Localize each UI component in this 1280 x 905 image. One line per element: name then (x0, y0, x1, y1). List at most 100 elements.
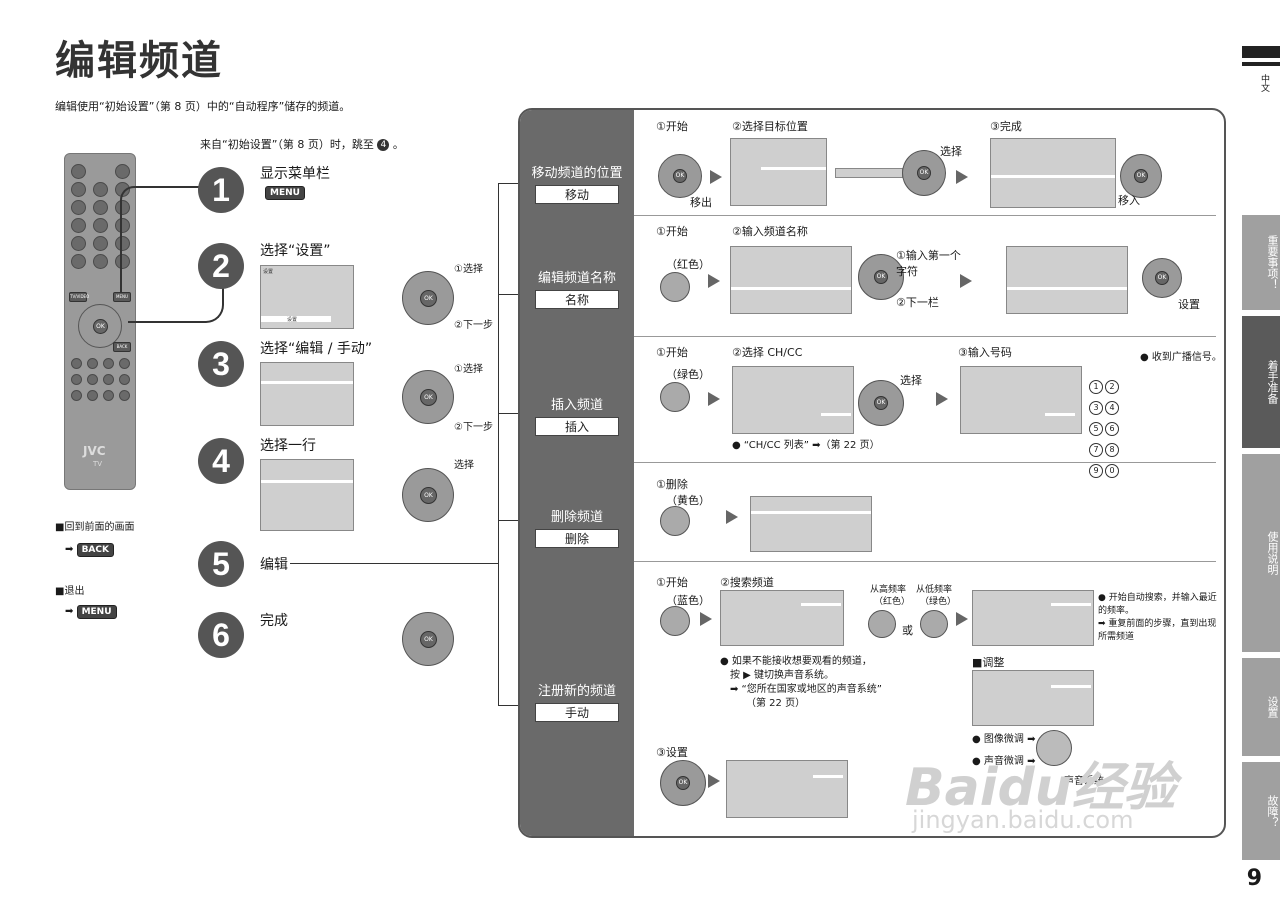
remote-button (93, 182, 108, 197)
screen-title: 设置 (263, 269, 274, 275)
remote-model: TV (93, 460, 103, 468)
green-label: （绿色） (920, 597, 957, 607)
dpad-icon: OK (402, 468, 454, 522)
insert-reference-note: ● “CH/CC 列表” ➡（第 22 页） (732, 440, 880, 451)
name-start: ①开始 (656, 225, 688, 238)
watermark-logo: Baidu经验 (905, 758, 1176, 818)
insert-step2: ②选择 CH/CC (732, 346, 803, 359)
tab-settings[interactable]: 设置 (1242, 658, 1280, 756)
name-input-char: ①输入第一个 字符 (896, 249, 961, 278)
remote-button (119, 374, 130, 385)
remote-tvvideo-button: TV/VIDEO (69, 292, 89, 302)
remote-button (115, 218, 130, 233)
arrow-icon (708, 274, 720, 288)
dpad-select-label: ①选择 (454, 264, 483, 275)
dpad-icon: OK (402, 370, 454, 424)
auto-search-note: ● 开始自动搜索，并输入最近的频率。 (1098, 593, 1217, 616)
green-button-hand-icon (920, 610, 948, 638)
remote-button (71, 164, 86, 179)
remote-button (71, 182, 86, 197)
fine-tune-sound: ● 声音微调 ➡ (972, 756, 1036, 767)
remote-button (103, 358, 114, 369)
name-step2: ②输入频道名称 (732, 225, 808, 238)
delete-start: ①删除 (656, 478, 688, 491)
arrow-icon (708, 774, 720, 788)
green-button-hand-icon (660, 382, 690, 412)
menu-key: MENU (265, 186, 305, 200)
page-title: 编辑频道 (55, 38, 223, 84)
remote-button (87, 358, 98, 369)
new-step2: ②搜索频道 (720, 576, 774, 589)
insert-step3: ③输入号码 (958, 346, 1012, 359)
tab-usage[interactable]: 使用说明 (1242, 454, 1280, 652)
adjust-screen (972, 670, 1094, 726)
new-color-blue: （蓝色） (666, 594, 710, 607)
page-number: 9 (1246, 866, 1262, 891)
row-divider (634, 336, 1216, 337)
remote-ok-button: OK (93, 319, 108, 334)
insert-screen-1 (732, 366, 854, 434)
move-in-label: 移入 (1118, 194, 1140, 207)
tab-troubleshooting[interactable]: 故障？ (1242, 762, 1280, 860)
remote-button (71, 218, 86, 233)
remote-button (103, 390, 114, 401)
fail-note-1: ● 如果不能接收想要观看的频道， (720, 656, 872, 667)
step5-connector (290, 563, 498, 564)
row-delete-title: 删除频道 删除 (520, 506, 634, 548)
from-low-label: 从低频率 (916, 585, 953, 595)
remote-button (93, 218, 108, 233)
arrow-icon (708, 392, 720, 406)
row-new-title: 注册新的频道 手动 (520, 680, 634, 722)
new-start: ①开始 (656, 576, 688, 589)
dpad-icon: OK (1120, 154, 1162, 198)
step-ref-badge: 4 (377, 139, 390, 151)
row-insert-title: 插入频道 插入 (520, 394, 634, 436)
from-high-label: 从高频率 (870, 585, 907, 595)
insert-start: ①开始 (656, 346, 688, 359)
dpad-ok-press-icon: OK (402, 612, 454, 666)
tab-important[interactable]: 重要事项！ (1242, 215, 1280, 310)
remote-back-button: BACK (113, 342, 131, 352)
channel-list-screen (260, 459, 354, 531)
row-name-box: 名称 (535, 290, 619, 309)
remote-button (71, 254, 86, 269)
remote-button (115, 164, 130, 179)
name-next-col: ②下一栏 (896, 296, 939, 309)
remote-button (115, 236, 130, 251)
row-insert-box: 插入 (535, 417, 619, 436)
tab-getting-started[interactable]: 着手准备 (1242, 316, 1280, 448)
step-label: 选择一行 (260, 438, 316, 454)
screen-highlight-row: 设置 (261, 316, 331, 323)
remote-button (71, 390, 82, 401)
panel-sidebar (520, 110, 634, 836)
yellow-button-hand-icon (660, 506, 690, 536)
blue-button-hand-icon (660, 606, 690, 636)
step-number: 6 (198, 612, 244, 658)
dpad-icon: OK (858, 254, 904, 300)
procedure-panel: 移动频道的位置 移动 编辑频道名称 名称 插入频道 插入 删除频道 删除 注册新… (518, 108, 1226, 838)
move-screen-1 (730, 138, 827, 206)
remote-brand-logo: JVC (83, 444, 106, 458)
moving-row (835, 168, 903, 178)
row-move-box: 移动 (535, 185, 619, 204)
adjust-label: ■调整 (972, 656, 1005, 669)
fail-note-2: 按 ▶ 键切换声音系统。 (730, 670, 835, 681)
red-button-hand-icon (660, 272, 690, 302)
remote-button (103, 374, 114, 385)
insert-screen-2 (960, 366, 1082, 434)
sound-system-label: 声音系统 (1064, 776, 1104, 787)
remote-button (119, 390, 130, 401)
arrow-icon (700, 612, 712, 626)
step-label: 完成 (260, 613, 288, 629)
arrow-icon (936, 392, 948, 406)
name-screen-2 (1006, 246, 1128, 314)
row-move-title: 移动频道的位置 移动 (531, 166, 623, 204)
dpad-icon: OK (402, 271, 454, 325)
dpad-next-label: ②下一步 (454, 422, 493, 433)
remote-button (93, 236, 108, 251)
name-set-label: 设置 (1178, 298, 1200, 311)
delete-screen (750, 496, 872, 552)
arrow-icon (726, 510, 738, 524)
new-set: ③设置 (656, 746, 688, 759)
step-label: 选择“编辑 / 手动” (260, 341, 373, 357)
